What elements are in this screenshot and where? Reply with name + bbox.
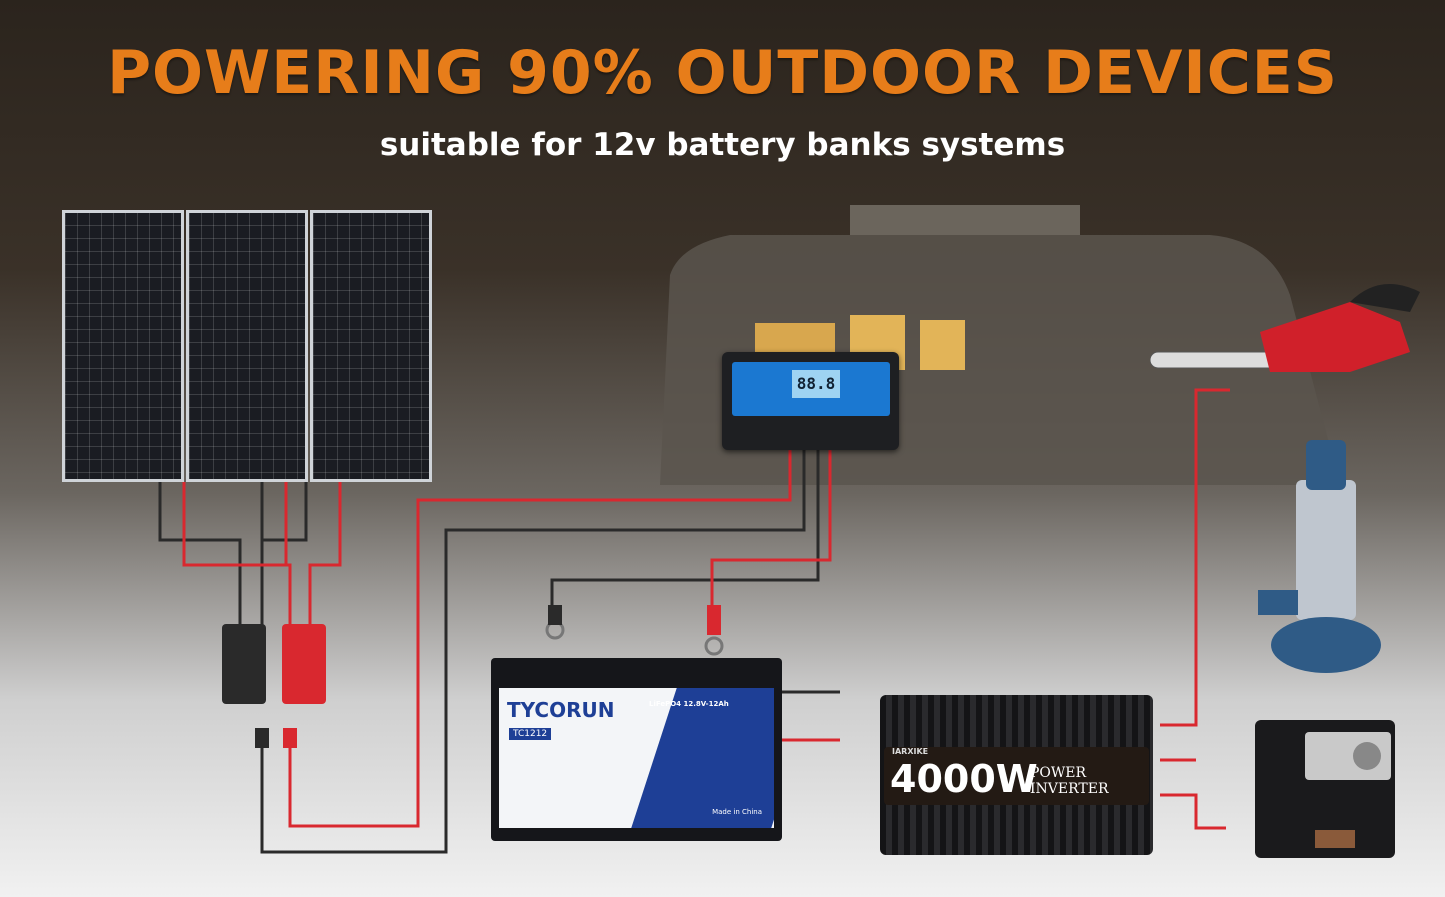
page-subtitle: suitable for 12v battery banks systems bbox=[379, 127, 1066, 163]
solar-panel-3 bbox=[310, 210, 432, 482]
positive-busbar bbox=[282, 624, 326, 704]
negative-busbar bbox=[222, 624, 266, 704]
inverter-wattage: 4000W bbox=[890, 757, 1038, 801]
battery-chemistry: LiFePO4 12.8V-12Ah bbox=[649, 700, 729, 708]
lifepo4-battery: TYCORUN TC1212 LiFePO4 12.8V-12Ah Made i… bbox=[491, 658, 782, 841]
page-title: POWERING 90% OUTDOOR DEVICES bbox=[107, 38, 1338, 108]
battery-origin: Made in China bbox=[712, 808, 762, 816]
battery-label-accent bbox=[631, 688, 774, 828]
charge-controller: 88.8 bbox=[722, 352, 899, 450]
controller-face: 88.8 bbox=[732, 362, 890, 416]
inverter-badge bbox=[884, 747, 1149, 805]
power-inverter: IARXIKE 4000W POWER INVERTER bbox=[880, 695, 1153, 855]
battery-brand: TYCORUN bbox=[507, 698, 615, 722]
chainsaw-icon bbox=[1150, 284, 1420, 372]
controller-lcd: 88.8 bbox=[792, 370, 840, 398]
solar-panel-2 bbox=[186, 210, 308, 482]
solar-panel-1 bbox=[62, 210, 184, 482]
battery-model: TC1212 bbox=[509, 728, 552, 740]
coffee-machine-icon bbox=[1255, 720, 1395, 858]
battery-label: TYCORUN TC1212 LiFePO4 12.8V-12Ah Made i… bbox=[499, 688, 774, 828]
inverter-brand: IARXIKE bbox=[892, 747, 929, 756]
inverter-label: POWER INVERTER bbox=[1030, 765, 1109, 797]
water-pump-icon bbox=[1258, 440, 1381, 673]
